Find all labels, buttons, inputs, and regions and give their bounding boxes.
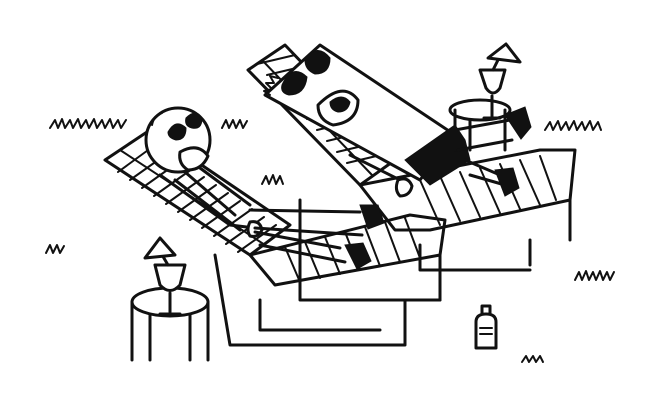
short-character <box>144 106 385 270</box>
sunscreen-bottle-icon <box>474 304 498 350</box>
grass-tuft <box>574 270 615 281</box>
grass-tuft <box>221 119 248 129</box>
grass-tuft <box>45 244 65 254</box>
left-side-table <box>130 236 210 362</box>
grass-tuft <box>544 120 602 131</box>
drink-glass-icon <box>478 42 522 120</box>
drink-glass-icon <box>143 236 187 316</box>
grass-tuft <box>521 355 544 363</box>
grass-tuft <box>261 174 284 185</box>
sunglasses-icon <box>281 71 308 96</box>
grass-tuft <box>49 118 127 129</box>
right-side-table <box>448 42 522 152</box>
grass-tufts <box>45 118 615 363</box>
sunglasses-icon <box>167 123 187 141</box>
